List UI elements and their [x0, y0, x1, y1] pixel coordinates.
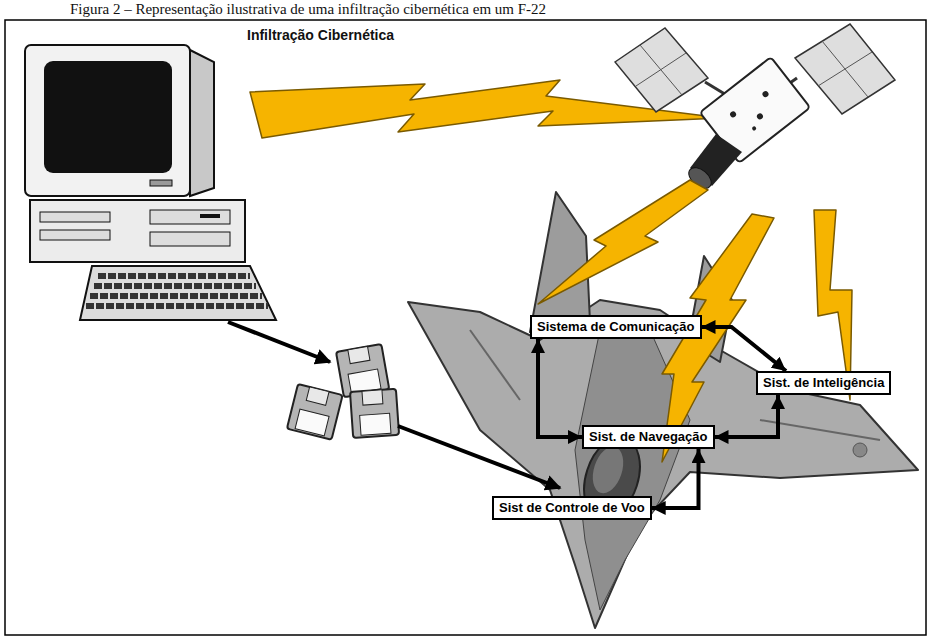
floppy-disks: [287, 344, 399, 440]
annotation-label: Infiltração Cibernética: [247, 27, 394, 43]
computer-icon: [98, 273, 250, 279]
computer-icon: [44, 61, 172, 173]
computer-icon: [86, 303, 268, 309]
computer-icon: [200, 214, 220, 218]
floppy-disks: [348, 346, 370, 363]
satellite-icon: [615, 28, 708, 112]
lightning-bolt: [538, 180, 708, 304]
computer-icon: [80, 266, 276, 320]
aircraft-illustration: [587, 443, 628, 497]
aircraft-illustration: [408, 192, 918, 628]
computer-icon: [25, 45, 276, 320]
aircraft-illustration: [853, 443, 867, 457]
computer-icon: [150, 232, 230, 246]
computer-icon: [25, 45, 190, 196]
satellite-icon: [615, 24, 895, 192]
link-arrow: [538, 339, 582, 437]
figure-frame: [5, 20, 926, 635]
satellite-icon: [636, 53, 686, 86]
floppy-disks: [295, 409, 329, 436]
floppy-disks: [350, 389, 399, 438]
floppy-disks: [287, 384, 343, 440]
link-arrow: [702, 327, 787, 371]
computer-icon: [150, 210, 230, 224]
box-text: Sist. de Navegação: [589, 429, 708, 445]
computer-icon: [30, 200, 245, 262]
satellite-icon: [818, 52, 872, 86]
system-box: Sist. de Navegação: [582, 425, 715, 449]
computer-icon: [150, 180, 172, 186]
floppy-disks: [362, 390, 383, 405]
satellite-icon: [751, 126, 757, 132]
satellite-icon: [756, 112, 764, 120]
computer-icon: [40, 230, 110, 240]
box-text: Sist de Controle de Voo: [499, 500, 645, 516]
aircraft-illustration: [530, 192, 590, 332]
box-text: Sistema de Comunicação: [537, 319, 695, 335]
floppy-disks: [350, 389, 399, 438]
floppy-disks: [287, 384, 343, 440]
computer-icon: [40, 212, 110, 222]
system-box: Sistema de Comunicação: [530, 315, 702, 339]
aircraft-illustration: [470, 330, 520, 400]
floppy-disks: [360, 413, 391, 435]
system-box: Sist de Controle de Voo: [492, 496, 652, 520]
box-text: Sist. de Inteligência: [763, 375, 884, 391]
computer-icon: [190, 50, 214, 196]
link-arrow: [715, 395, 779, 437]
flow-arrow: [228, 322, 330, 362]
figure-title: Figura 2 – Representação ilustrativa de …: [70, 1, 546, 18]
aircraft-illustration: [408, 300, 918, 628]
satellite-icon: [795, 24, 895, 114]
satellite-icon: [761, 90, 769, 98]
link-arrow: [652, 449, 699, 508]
satellite-icon: [729, 110, 737, 118]
computer-icon: [94, 283, 256, 289]
system-box: Sist. de Inteligência: [756, 371, 891, 395]
floppy-disks: [306, 387, 329, 405]
computer-icon: [90, 293, 262, 299]
flow-arrow: [398, 426, 560, 488]
